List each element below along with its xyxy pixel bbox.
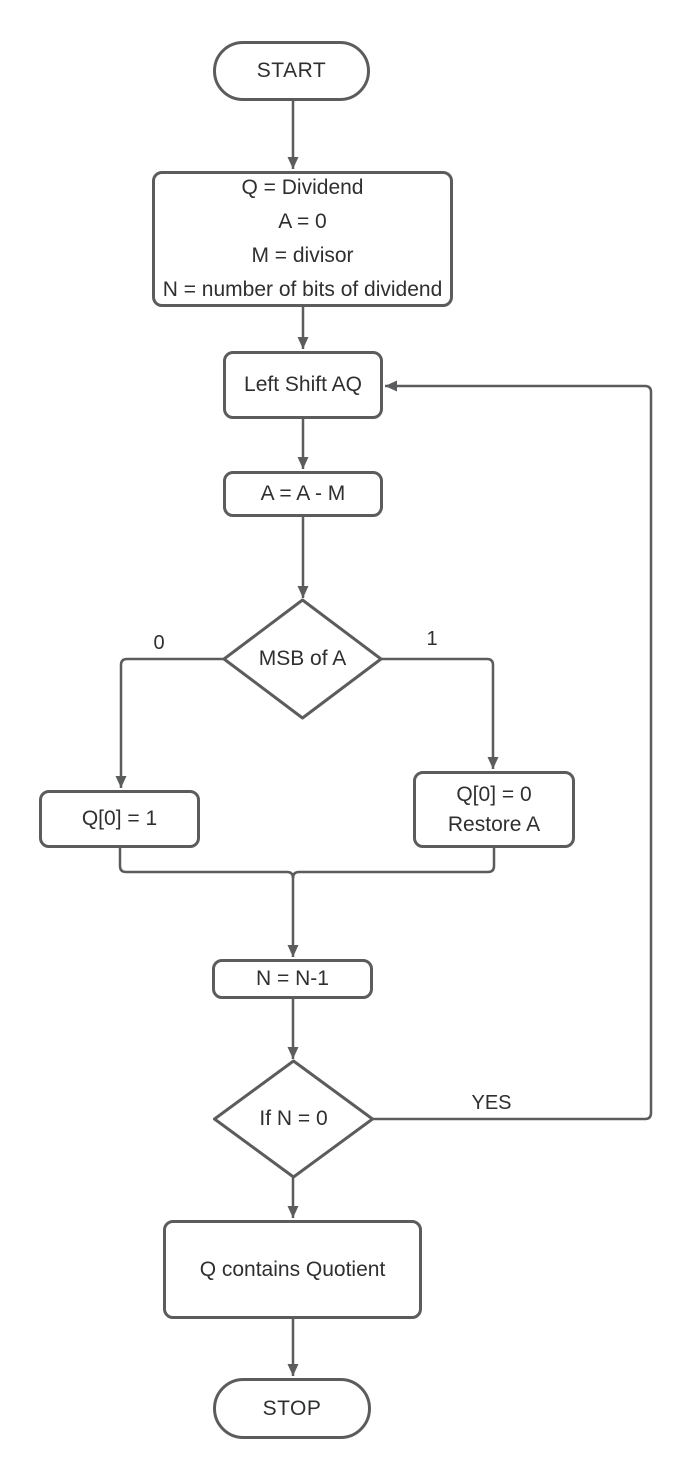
init-line-n: N = number of bits of dividend	[162, 278, 443, 301]
edge-msbcheck-setq0-branch1	[381, 657, 499, 769]
edge-setq0-merge	[291, 848, 496, 879]
result-node: Q contains Quotient	[163, 1220, 422, 1319]
init-line-a: A = 0	[278, 210, 327, 233]
set-q0-restore-node: Q[0] = 0 Restore A	[413, 771, 575, 848]
n-check-diamond	[213, 1059, 374, 1179]
msb-check-label: MSB of A	[258, 647, 347, 670]
init-line-m: M = divisor	[251, 244, 354, 267]
stop-node: STOP	[213, 1378, 371, 1439]
set-q0-line: Q[0] = 0	[456, 782, 532, 806]
decrement-label: N = N-1	[256, 967, 329, 990]
result-label: Q contains Quotient	[199, 1257, 386, 1281]
set-q1-node: Q[0] = 1	[39, 790, 200, 848]
start-node: START	[213, 41, 370, 101]
branch-label-one: 1	[426, 628, 438, 650]
left-shift-node: Left Shift AQ	[223, 351, 383, 419]
set-q1-label: Q[0] = 1	[81, 807, 158, 830]
edge-setq1-merge	[118, 848, 295, 879]
left-shift-label: Left Shift AQ	[244, 373, 362, 396]
decrement-node: N = N-1	[212, 959, 373, 999]
loop-label-yes: YES	[471, 1092, 512, 1114]
start-label: START	[256, 59, 327, 82]
subtract-node: A = A - M	[223, 471, 383, 517]
edge-msbcheck-setq1-branch0	[115, 657, 224, 788]
init-line-q: Q = Dividend	[241, 176, 364, 199]
subtract-label: A = A - M	[260, 482, 346, 505]
restore-a-line: Restore A	[447, 812, 541, 836]
msb-check-diamond	[222, 598, 383, 720]
branch-label-zero: 0	[153, 632, 165, 654]
edge-ncheck-leftshift-yes-loop	[373, 380, 653, 1121]
n-check-label: If N = 0	[259, 1107, 328, 1130]
init-node: Q = Dividend A = 0 M = divisor N = numbe…	[152, 171, 453, 307]
stop-label: STOP	[262, 1396, 322, 1420]
